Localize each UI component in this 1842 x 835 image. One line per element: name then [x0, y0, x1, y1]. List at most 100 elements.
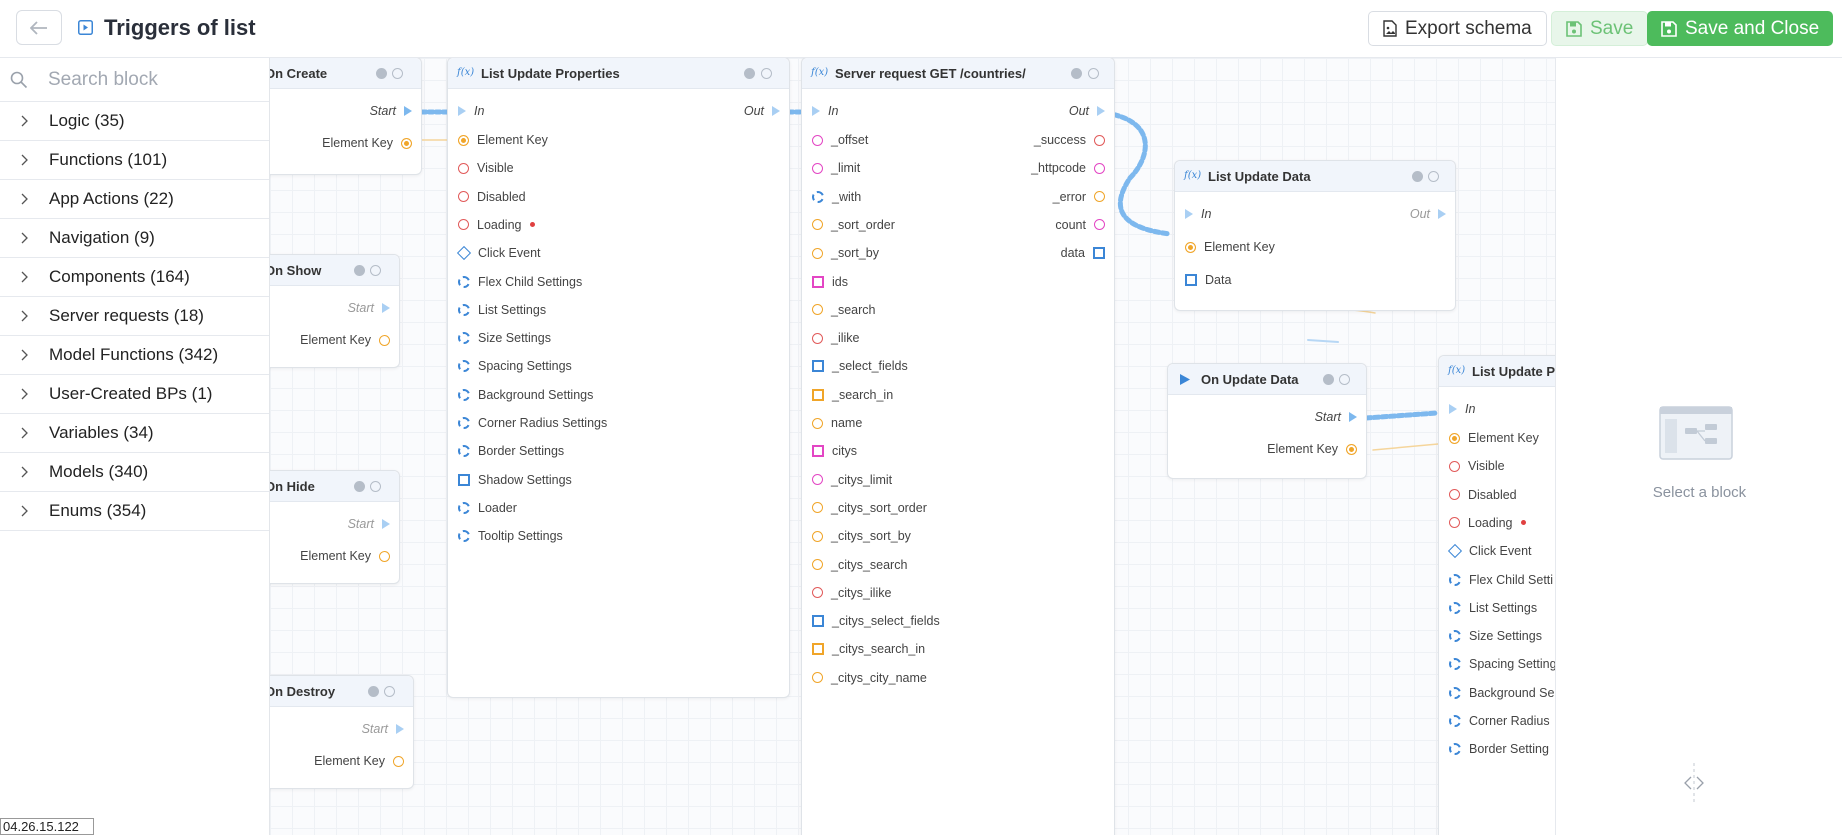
data-pin[interactable] — [401, 137, 412, 149]
data-pin[interactable] — [458, 530, 470, 543]
pin-row[interactable]: Size Settings — [458, 331, 551, 345]
resize-handle-icon[interactable] — [1679, 763, 1709, 803]
export-schema-button[interactable]: Export schema — [1368, 11, 1547, 46]
pin-row[interactable]: _limit — [812, 161, 860, 175]
pin-row[interactable]: Loading — [1449, 516, 1526, 530]
search-input[interactable] — [48, 66, 258, 94]
exec-pin[interactable] — [1185, 209, 1193, 219]
data-pin[interactable] — [1185, 274, 1197, 286]
save-button[interactable]: Save — [1551, 11, 1649, 46]
category-item[interactable]: Logic (35) — [0, 102, 269, 141]
exec-pin[interactable] — [1097, 106, 1105, 116]
data-pin[interactable] — [1449, 517, 1460, 529]
node-on-update-data[interactable]: On Update Data Start Element Key — [1167, 363, 1367, 479]
pin-row[interactable]: Shadow Settings — [458, 473, 572, 487]
data-pin[interactable] — [1449, 460, 1460, 472]
data-pin[interactable] — [812, 530, 823, 542]
comment-icon[interactable] — [392, 68, 403, 79]
comment-icon[interactable] — [1088, 68, 1099, 79]
data-pin[interactable] — [1449, 432, 1460, 444]
category-item[interactable]: Enums (354) — [0, 492, 269, 531]
help-icon[interactable] — [354, 265, 365, 276]
node-on-destroy[interactable]: On Destroy Start Element Key — [270, 675, 414, 789]
data-pin[interactable] — [812, 162, 823, 174]
pin-row[interactable]: _citys_limit — [812, 473, 892, 487]
pin-row[interactable]: _error — [1053, 190, 1105, 204]
data-pin[interactable] — [812, 672, 823, 684]
help-icon[interactable] — [744, 68, 755, 79]
pin-row[interactable]: List Settings — [458, 303, 546, 317]
data-pin[interactable] — [812, 304, 823, 316]
pin-row[interactable]: Click Event — [1447, 544, 1532, 559]
exec-pin[interactable] — [1438, 209, 1446, 219]
comment-icon[interactable] — [1339, 374, 1350, 385]
data-pin[interactable] — [1094, 162, 1105, 174]
pin-row[interactable]: Flex Child Setti — [1449, 573, 1553, 587]
pin-row[interactable]: Element Key — [458, 133, 548, 147]
exec-pin[interactable] — [772, 106, 780, 116]
data-pin[interactable] — [458, 473, 470, 486]
pin-row[interactable]: _select_fields — [812, 359, 908, 373]
pin-row[interactable]: Background Se — [1449, 686, 1554, 700]
category-item[interactable]: Components (164) — [0, 258, 269, 297]
data-pin[interactable] — [393, 755, 404, 767]
pin-row[interactable]: _citys_sort_order — [812, 501, 927, 515]
pin-row[interactable]: Loading — [458, 218, 535, 232]
exec-pin[interactable] — [458, 106, 466, 116]
data-pin[interactable] — [1449, 573, 1461, 586]
pin-row[interactable]: Spacing Setting — [1449, 657, 1555, 671]
pin-row[interactable]: Size Settings — [1449, 629, 1542, 643]
data-pin[interactable] — [379, 550, 390, 562]
category-item[interactable]: User-Created BPs (1) — [0, 375, 269, 414]
pin-row[interactable]: _success — [1034, 133, 1105, 147]
data-pin[interactable] — [458, 303, 470, 316]
pin-row[interactable]: name — [812, 416, 862, 430]
help-icon[interactable] — [1071, 68, 1082, 79]
pin-row[interactable]: _sort_order — [812, 218, 895, 232]
exec-pin[interactable] — [812, 106, 820, 116]
data-pin[interactable] — [458, 417, 470, 429]
pin-row[interactable]: Disabled — [1449, 488, 1517, 502]
data-pin[interactable] — [812, 559, 823, 570]
exec-pin[interactable] — [1449, 404, 1457, 414]
data-pin[interactable] — [812, 360, 824, 373]
pin-row[interactable]: Visible — [1449, 459, 1505, 473]
pin-row[interactable]: _with — [812, 190, 861, 204]
node-list-update-data[interactable]: f(x)List Update Data In Out Element Key … — [1174, 160, 1456, 311]
data-pin[interactable] — [1449, 715, 1461, 727]
pin-row[interactable]: data — [1061, 246, 1105, 260]
pin-row[interactable]: Loader — [458, 501, 517, 515]
data-pin[interactable] — [1449, 743, 1461, 756]
node-server-request[interactable]: f(x)Server request GET /countries/ In Ou… — [801, 58, 1115, 835]
category-item[interactable]: App Actions (22) — [0, 180, 269, 219]
pin-row[interactable]: Tooltip Settings — [458, 529, 563, 543]
category-item[interactable]: Server requests (18) — [0, 297, 269, 336]
pin-row[interactable]: ids — [812, 275, 848, 289]
pin-row[interactable]: _citys_sort_by — [812, 529, 911, 543]
comment-icon[interactable] — [761, 68, 772, 79]
data-pin[interactable] — [1449, 489, 1460, 501]
data-pin[interactable] — [812, 332, 823, 344]
exec-pin[interactable] — [382, 303, 390, 313]
pin-row[interactable]: _offset — [812, 133, 868, 147]
data-pin[interactable] — [1449, 601, 1461, 614]
data-pin[interactable] — [458, 388, 470, 401]
pin-row[interactable]: Visible — [458, 161, 514, 175]
data-pin[interactable] — [812, 388, 824, 401]
help-icon[interactable] — [1412, 171, 1423, 182]
pin-row[interactable]: Corner Radius — [1449, 714, 1550, 728]
pin-row[interactable]: Background Settings — [458, 388, 593, 402]
comment-icon[interactable] — [1428, 171, 1439, 182]
data-pin[interactable] — [458, 191, 469, 203]
pin-row[interactable]: List Settings — [1449, 601, 1537, 615]
help-icon[interactable] — [1323, 374, 1334, 385]
data-pin[interactable] — [812, 247, 823, 259]
pin-row[interactable]: _search_in — [812, 388, 893, 402]
pin-row[interactable]: _ilike — [812, 331, 860, 345]
pin-row[interactable]: Corner Radius Settings — [458, 416, 607, 430]
data-pin[interactable] — [812, 587, 823, 599]
pin-row[interactable]: _search — [812, 303, 875, 317]
data-pin[interactable] — [1346, 443, 1357, 455]
pin-row[interactable]: _citys_select_fields — [812, 614, 940, 628]
pin-row[interactable]: _httpcode — [1031, 161, 1105, 175]
